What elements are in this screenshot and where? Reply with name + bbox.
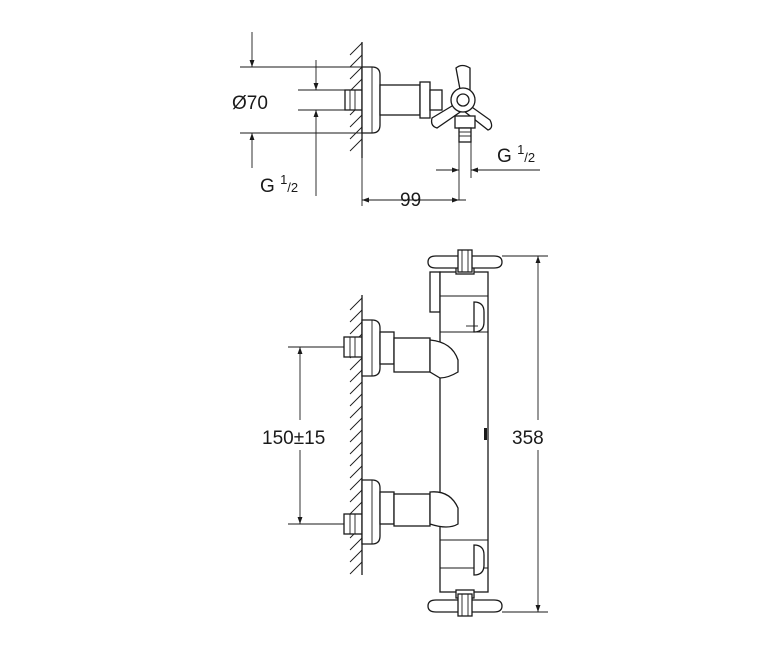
dimension-total-length: 358 (502, 255, 548, 613)
upper-connection (343, 319, 431, 377)
outlet-nut-top (454, 115, 476, 129)
cross-handle-top (430, 64, 493, 131)
top-view: Ø70 G 1/2 G 1/2 99 (232, 32, 540, 211)
diameter-label: Ø70 (232, 93, 268, 114)
dimension-diameter: Ø70 (232, 32, 362, 168)
dimension-inlet-spacing: 150±15 (262, 346, 344, 525)
dimension-projection: 99 (361, 158, 466, 211)
bottom-cross-handle (427, 589, 503, 617)
dimension-inlet-thread: G 1/2 (260, 60, 345, 197)
outlet-thread-label: G 1/2 (497, 142, 535, 167)
top-cross-handle (427, 249, 503, 275)
body-end-top (419, 81, 431, 119)
escutcheon-top (361, 66, 381, 134)
inlet-nipple-top (344, 89, 363, 111)
projection-label: 99 (400, 190, 421, 211)
outlet-nipple-top (458, 127, 472, 143)
inlet-spacing-label: 150±15 (262, 428, 325, 449)
lower-connection (343, 479, 431, 545)
thermostat-body (429, 271, 489, 593)
total-length-label: 358 (512, 428, 544, 449)
front-view: 150±15 358 (262, 249, 548, 617)
dimension-outlet-thread: G 1/2 (436, 142, 540, 200)
inlet-thread-label: G 1/2 (260, 172, 298, 197)
s-union-top (379, 84, 421, 116)
handle-stem-top (429, 89, 443, 111)
